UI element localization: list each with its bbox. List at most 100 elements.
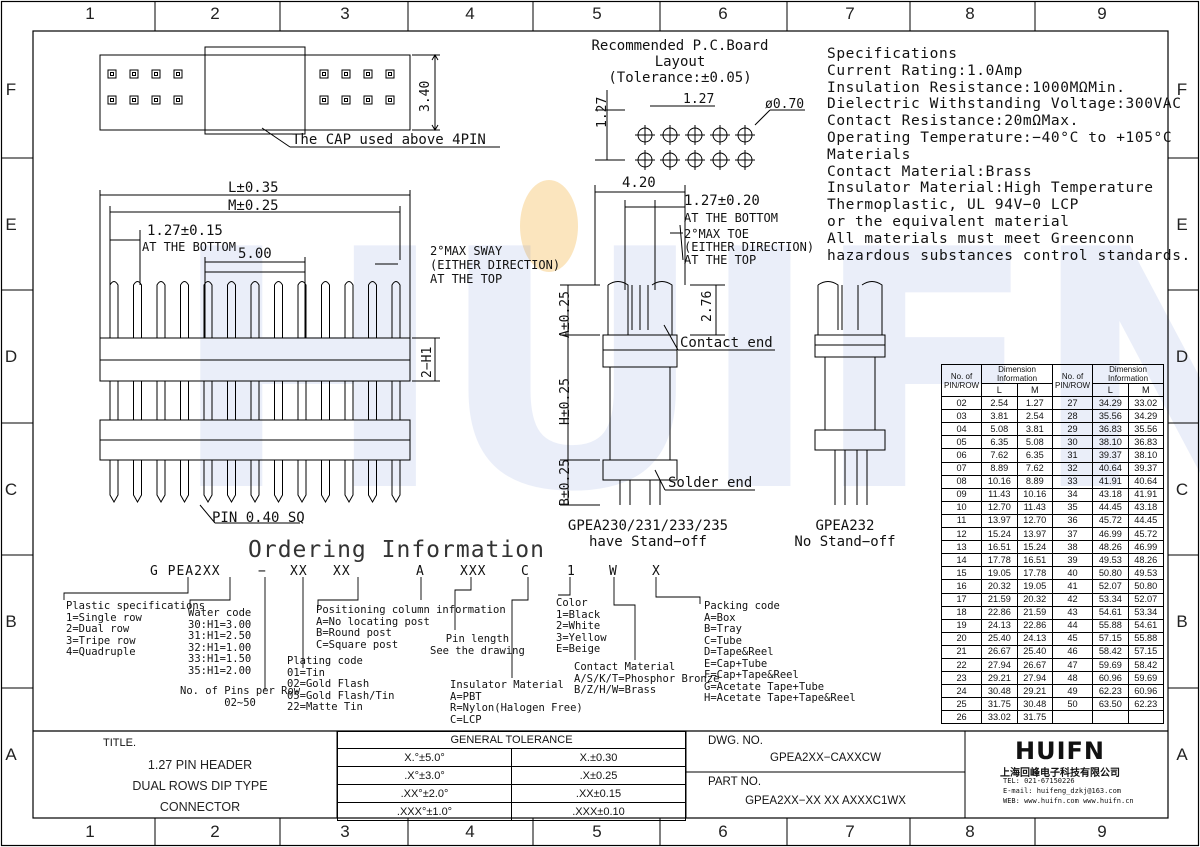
table-cell: 48.26 [1092,540,1129,555]
table-row: .XXX°±1.0°.XXX±0.10 [337,802,686,821]
zone-col-4: 4 [465,4,475,23]
table-cell: 31.75 [1016,710,1053,725]
company-tel: TEL: 021-67150226 [1003,777,1075,785]
table-cell: 19.05 [981,566,1018,581]
table-cell: 15.24 [1016,540,1053,555]
table-row: .XX°±2.0°.XX±0.15 [337,784,686,803]
dwg-number: GPEA2XX−CAXXCW [770,752,881,764]
table-cell: 8.89 [1016,474,1053,489]
side2-caption: GPEA232 No Stand−off [794,518,896,550]
zone-col-3: 3 [340,4,350,23]
table-cell: 22.86 [1016,618,1053,633]
table-cell: 46.99 [1127,540,1165,555]
col-m: M [1016,382,1053,398]
solder-end-label: Solder end [668,475,753,491]
table-cell: 38.10 [1092,435,1129,450]
pcb-pitch-v: 1.27 [595,96,610,128]
table-cell: 44.45 [1092,500,1129,515]
header-pin [203,281,213,338]
code-segment: XXX [460,564,487,579]
table-cell: 24.13 [1016,631,1053,646]
at-bottom-label: AT THE BOTTOM [142,240,236,254]
toe-note: 2°MAX TOE (EITHER DIRECTION) AT THE TOP [684,227,815,267]
table-cell: 42 [1051,592,1094,607]
zone-row-F: F [1176,80,1188,99]
zone-col-9: 9 [1097,822,1107,841]
table-cell: 40 [1051,566,1094,581]
table-cell: 06 [940,448,983,463]
header-pin [344,281,354,338]
table-cell: 48.26 [1127,553,1165,568]
zone-col-2: 2 [210,822,220,841]
dim-h: H±0.25 [558,378,573,425]
table-cell: 17.78 [981,553,1018,568]
table-cell: 03 [940,409,983,424]
dim-4-20: 4.20 [622,175,656,191]
table-cell: 55.88 [1092,618,1129,633]
table-cell: 60.96 [1127,684,1165,699]
table-cell: 55.88 [1127,631,1165,646]
dim-height-3-40: 3.40 [418,80,433,112]
code-segment: G PEA2XX [150,564,221,579]
contact-pad [341,95,351,105]
table-cell: 25.40 [1016,644,1053,659]
table-cell: 41.91 [1127,487,1165,502]
zone-row-A: A [5,745,17,764]
table-cell: 2.54 [981,396,1018,411]
table-cell: 08 [940,474,983,489]
table-cell: 44 [1051,618,1094,633]
table-cell [1092,710,1129,725]
table-cell: 21 [940,644,983,659]
zone-col-5: 5 [592,822,602,841]
sway-note: 2°MAX SWAY (EITHER DIRECTION) AT THE TOP [430,244,561,286]
tolerance-cell: .XX°±2.0° [337,784,512,803]
contact-pad [385,69,395,79]
zone-col-6: 6 [718,822,728,841]
table-cell: 09 [940,487,983,502]
header-pin-tail [227,460,236,504]
table-cell: 45 [1051,631,1094,646]
header-pin [368,281,377,338]
header-pin-tail [297,460,307,504]
zone-col-8: 8 [965,4,975,23]
zone-row-E: E [5,215,17,234]
table-cell: 54.61 [1092,605,1129,620]
table-cell: 63.50 [1092,697,1129,712]
dim-h1: 2−H1 [420,346,435,378]
header-pin [391,281,401,338]
table-cell: 59.69 [1092,657,1129,673]
contact-pad [363,69,373,79]
zone-row-C: C [1175,480,1189,499]
contact-end-label: Contact end [680,335,773,351]
company-web: WEB: www.huifn.com www.huifn.cn [1003,797,1134,805]
zone-row-C: C [4,480,18,499]
table-cell: 21.59 [981,592,1018,607]
contact-pad [173,69,183,79]
header-pin [250,281,260,338]
table-cell: 46.99 [1092,527,1129,542]
table-cell: 43.18 [1092,487,1129,502]
zone-row-D: D [4,347,18,366]
zone-col-1: 1 [85,4,95,23]
table-cell: 62.23 [1092,684,1129,699]
header-pin [321,281,330,338]
dim-l: L±0.35 [228,180,279,196]
table-cell: 52.07 [1127,592,1165,607]
tolerance-header: GENERAL TOLERANCE [337,731,686,749]
col-header-no: No. of PIN/ROW [1051,363,1094,398]
table-cell: 07 [940,461,983,476]
